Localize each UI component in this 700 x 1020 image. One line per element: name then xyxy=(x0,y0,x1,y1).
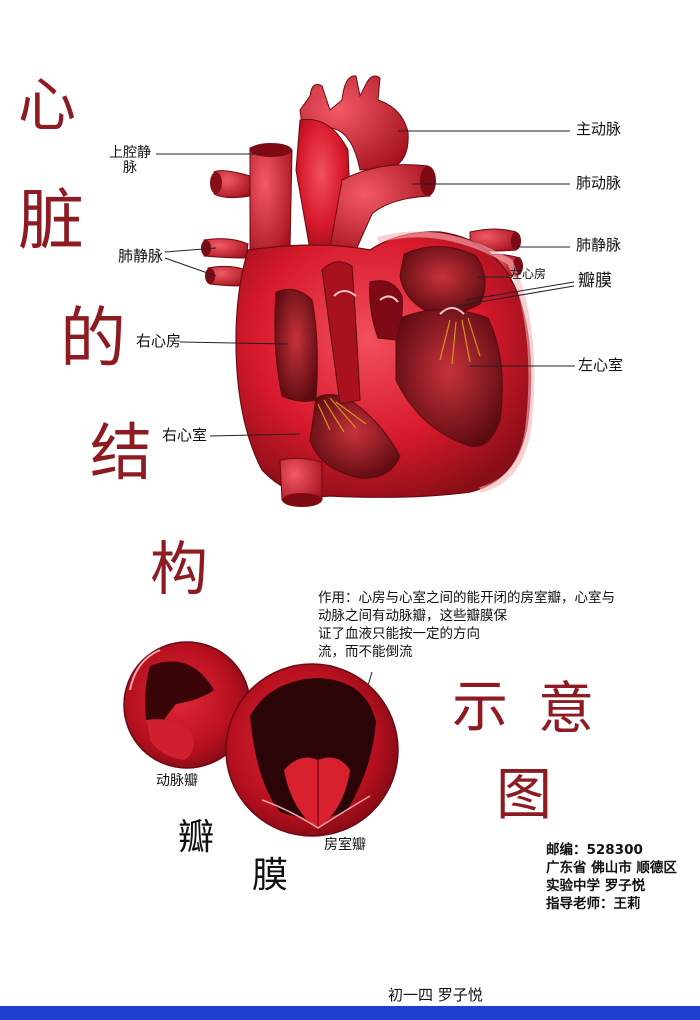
title-char-2: 脏 xyxy=(18,182,84,259)
arterial-valve-circle xyxy=(123,641,251,769)
bottom-bar xyxy=(0,1006,700,1020)
label-aorta: 主动脉 xyxy=(576,120,622,138)
valve-note-line-3: 证了血液只能按一定的方向 xyxy=(318,626,480,642)
pulmonary-artery-vessel xyxy=(329,164,436,251)
title-char-1: 心 xyxy=(18,71,77,139)
chordae-tendineae xyxy=(317,317,481,433)
label-superior-vena-cava: 上腔静脉 xyxy=(109,145,151,177)
valve-note-line-4: 流，而不能倒流 xyxy=(318,644,413,660)
title-char-5: 构 xyxy=(150,535,209,603)
title-char-3: 的 xyxy=(60,300,126,377)
valve-note-line-1: 作用：心房与心室之间的能开闭的房室瓣，心室与 xyxy=(318,590,615,606)
valve-big-char-1: 瓣 xyxy=(178,817,215,858)
label-right-atrium: 右心房 xyxy=(136,332,182,350)
superior-vena-cava-vessel xyxy=(210,143,293,256)
subtitle-char-2: 意 xyxy=(538,677,594,742)
label-pulmonary-vein-left: 肺静脉 xyxy=(118,247,164,265)
label-atrioventricular-valve: 房室瓣 xyxy=(324,837,366,853)
left-atrium-cavity xyxy=(399,245,486,315)
label-right-ventricle: 右心室 xyxy=(162,426,208,444)
subtitle-char-3: 图 xyxy=(496,763,552,828)
label-left-atrium: 左心房 xyxy=(510,267,547,281)
label-valve: 瓣膜 xyxy=(578,271,612,291)
atrioventricular-valve-circle xyxy=(225,663,399,837)
right-atrium-cavity xyxy=(274,288,318,402)
subtitle-char-1: 示 xyxy=(452,675,508,740)
label-arterial-valve: 动脉瓣 xyxy=(156,773,198,789)
valve-note-line-2: 动脉之间有动脉瓣，这些瓣膜保 xyxy=(318,608,507,624)
title-char-4: 结 xyxy=(90,416,153,489)
info-address: 广东省 佛山市 顺德区 xyxy=(546,860,677,876)
label-left-ventricle: 左心室 xyxy=(578,356,624,374)
label-pulmonary-artery: 肺动脉 xyxy=(576,174,622,192)
info-postcode: 邮编：528300 xyxy=(546,842,643,858)
leader-lines xyxy=(156,130,575,693)
valve-big-char-2: 膜 xyxy=(252,855,289,896)
label-pulmonary-vein-right: 肺静脉 xyxy=(576,236,622,254)
info-teacher: 指导老师：王莉 xyxy=(546,896,641,912)
info-school: 实验中学 罗子悦 xyxy=(546,878,646,894)
footer-author: 初一四 罗子悦 xyxy=(388,986,483,1004)
